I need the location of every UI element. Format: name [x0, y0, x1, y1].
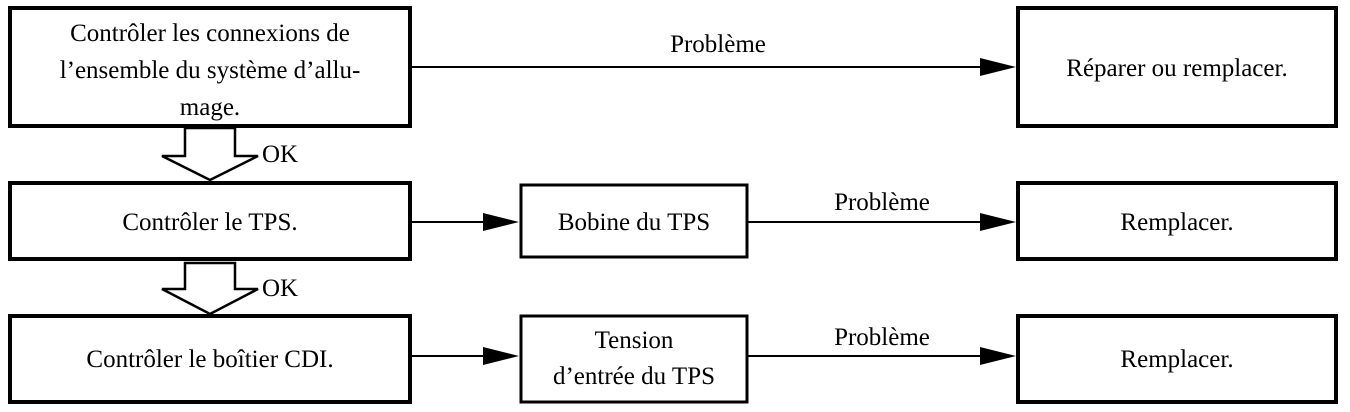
edge-label-ok-2: OK — [262, 275, 298, 302]
step-cdi-label: Contrôler le boîtier CDI. — [86, 346, 333, 373]
step-ignition-box — [8, 6, 412, 128]
edge-label-problem-3: Problème — [834, 324, 930, 351]
arrow-voltage-to-replace-head — [980, 347, 1016, 365]
check-tps-voltage-box — [519, 314, 749, 404]
hollow-arrow-ok-1 — [161, 126, 259, 182]
check-tps-coil-box — [519, 183, 749, 259]
step-cdi-box — [8, 314, 412, 404]
action-repair-box — [1016, 6, 1338, 128]
check-tps-voltage-line-1: Tension — [595, 327, 674, 354]
arrow-ignition-to-repair-head — [980, 58, 1016, 76]
step-ignition-line-3: mage. — [180, 94, 240, 121]
step-tps-box — [8, 181, 412, 261]
arrow-coil-to-replace-head — [980, 213, 1016, 231]
action-replace-2-box — [1016, 314, 1338, 404]
check-tps-coil-label: Bobine du TPS — [558, 209, 710, 236]
hollow-arrow-ok-2 — [161, 261, 259, 316]
arrow-tps-to-coil-head — [483, 213, 519, 231]
action-repair-label: Réparer ou remplacer. — [1066, 55, 1287, 82]
step-ignition-line-1: Contrôler les connexions de — [70, 20, 350, 47]
action-replace-1-label: Remplacer. — [1120, 209, 1233, 236]
action-replace-2-label: Remplacer. — [1120, 346, 1233, 373]
check-tps-voltage-line-2: d’entrée du TPS — [553, 363, 715, 390]
arrow-cdi-to-voltage-head — [483, 347, 519, 365]
step-ignition-line-2: l’ensemble du système d’allu- — [60, 57, 361, 84]
step-tps-label: Contrôler le TPS. — [122, 209, 297, 236]
edge-label-problem-2: Problème — [834, 189, 930, 216]
edge-label-problem-1: Problème — [670, 31, 766, 58]
action-replace-1-box — [1016, 181, 1338, 261]
edge-label-ok-1: OK — [262, 141, 298, 168]
